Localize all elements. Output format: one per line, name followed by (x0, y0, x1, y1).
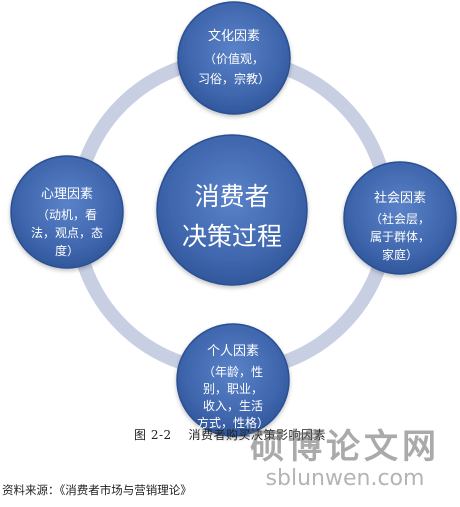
center-line-2: 决策过程 (182, 222, 282, 251)
social-factor-line-2: 属于群体， (370, 230, 430, 244)
personal-factor-line-3: 收入，生活 (203, 399, 263, 413)
personal-factor-line-4: 方式，性格） (197, 415, 269, 430)
social-factor-line-1: （社会层， (370, 211, 430, 226)
psychology-factor-title: 心理因素 (41, 187, 93, 202)
watermark-chinese: 硕博论文网 (250, 427, 440, 467)
psychology-factor-line-3: 度） (55, 243, 79, 258)
psychology-factor-line-1: （动机，看 (37, 208, 97, 222)
personal-factor-line-2: 别，职业， (203, 382, 263, 396)
social-factor-node: 社会因素 （社会层， 属于群体， 家庭） (343, 161, 457, 275)
watermark: 硕博论文网 sblunwen.com (250, 428, 440, 492)
source-note: 资料来源：《消费者市场与营销理论》 (2, 483, 192, 497)
culture-factor-line-2: 习俗，宗教） (198, 71, 270, 86)
personal-factor-line-1: （年龄，性 (203, 365, 263, 379)
watermark-url: sblunwen.com (265, 466, 425, 491)
figure-caption: 图 2-2 消费者购买决策影响因素 (134, 428, 326, 442)
culture-factor-node: 文化因素 （价值观， 习俗，宗教） (177, 1, 291, 115)
culture-factor-title: 文化因素 (208, 29, 260, 44)
personal-factor-title: 个人因素 (207, 344, 259, 359)
psychology-factor-line-2: 法，观点，态 (31, 226, 103, 240)
psychology-factor-node: 心理因素 （动机，看 法，观点，态 度） (10, 155, 124, 269)
center-line-1: 消费者 (194, 182, 269, 211)
social-factor-line-3: 家庭） (382, 247, 418, 262)
social-factor-title: 社会因素 (374, 190, 426, 206)
personal-factor-node: 个人因素 （年龄，性 别，职业， 收入，生活 方式，性格） (176, 323, 290, 437)
culture-factor-line-1: （价值观， (204, 51, 264, 66)
center-node: 消费者 决策过程 (156, 134, 308, 286)
